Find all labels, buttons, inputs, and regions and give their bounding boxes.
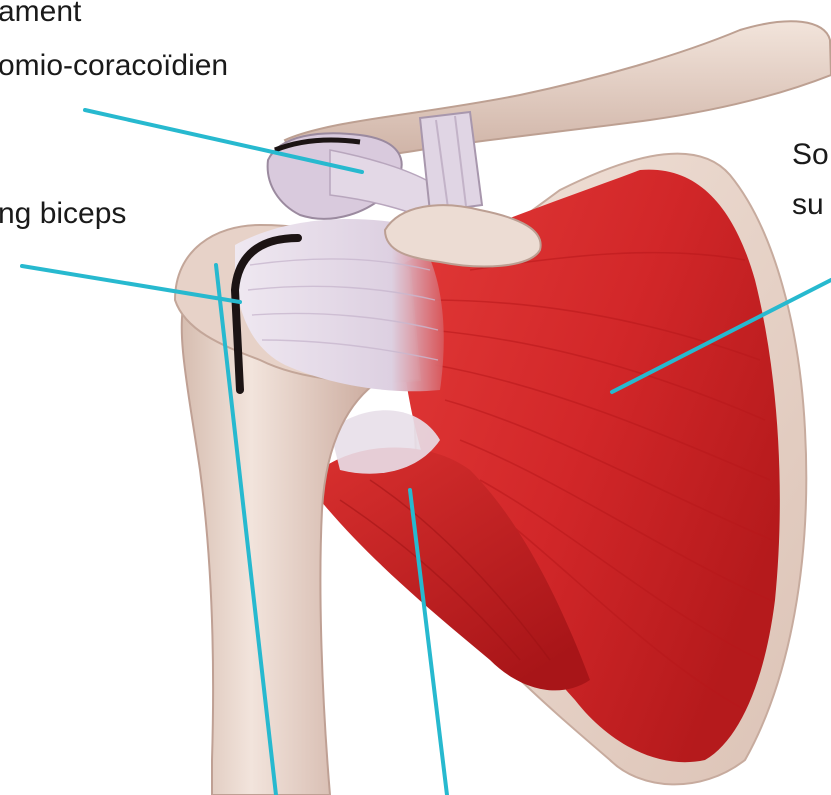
label-ligament-line2: omio-coracoïdien: [0, 48, 228, 84]
label-right-line1: So: [792, 137, 829, 173]
label-long-biceps: ng biceps: [0, 196, 126, 232]
label-right-line2: su: [792, 187, 824, 223]
coracoclavicular-ligament: [420, 112, 482, 212]
label-ligament-line1: ament: [0, 0, 81, 30]
